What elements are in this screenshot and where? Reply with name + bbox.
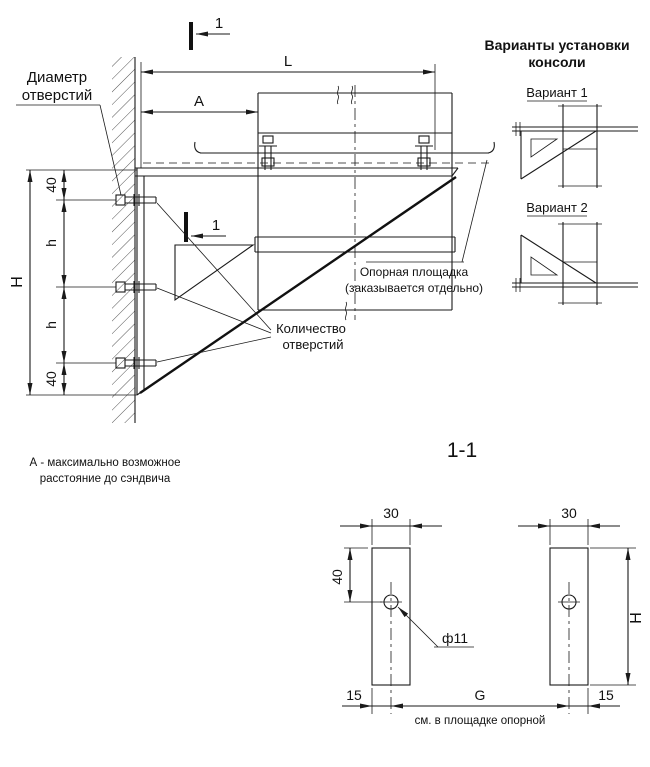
platform-right-hook xyxy=(487,141,495,154)
main-view: 1 xyxy=(9,15,495,485)
dim-label-30-left: 30 xyxy=(383,505,399,521)
dimension-A: A xyxy=(141,93,258,115)
support-platform-line1: Опорная площадка xyxy=(360,265,469,279)
right-plate xyxy=(549,547,589,714)
footnote-line1: А - максимально возможное xyxy=(30,457,181,469)
hole-count-line2: отверстий xyxy=(282,337,343,352)
dim-label-15-left: 15 xyxy=(346,687,362,703)
footnote: А - максимально возможное расстояние до … xyxy=(30,457,181,485)
hole-diameter-value: ф11 xyxy=(442,630,468,646)
dim-label-30-right: 30 xyxy=(561,505,577,521)
dimension-H: H xyxy=(9,170,33,395)
left-plate xyxy=(371,547,411,714)
variant2-label: Вариант 2 xyxy=(526,200,588,215)
dim-label-H: H xyxy=(9,276,26,288)
bracket-cutout xyxy=(174,244,255,302)
bracket-diagonal xyxy=(139,176,457,394)
variant2-drawing xyxy=(512,222,638,305)
pipe-break-mark-top xyxy=(337,85,339,105)
pipe xyxy=(254,85,456,321)
dim-label-G: G xyxy=(475,687,486,703)
variant1-drawing xyxy=(512,104,638,188)
dim-label-40-bottom: 40 xyxy=(43,371,59,387)
hole-diameter-line2: отверстий xyxy=(22,87,93,104)
variants-title-line2: консоли xyxy=(528,54,585,70)
variants-panel: Варианты установки консоли Вариант 1 Вар… xyxy=(484,37,638,305)
dim-label-h-upper: h xyxy=(43,239,59,247)
hole-count-line1: Количество xyxy=(276,321,346,336)
label-support-platform: Опорная площадка (заказывается отдельно) xyxy=(345,159,488,295)
dimension-chain-bottom: 15 G 15 см. в площадке опорной xyxy=(342,687,620,727)
dim-label-40-top: 40 xyxy=(43,177,59,193)
dimension-40-section: 40 xyxy=(329,547,382,603)
dim-label-15-right: 15 xyxy=(598,687,614,703)
section-title: 1-1 xyxy=(447,439,477,462)
pipe-break-mark-top2 xyxy=(351,85,353,105)
right-hole xyxy=(561,594,577,610)
section-note: см. в площадке опорной xyxy=(415,715,546,727)
cut-label-inner: 1 xyxy=(212,217,220,234)
footnote-line2: расстояние до сэндвича xyxy=(40,473,171,485)
platform-left-hook xyxy=(194,141,202,154)
label-hole-diameter: Диаметр отверстий xyxy=(16,69,122,196)
label-hole-diameter-section: ф11 xyxy=(397,606,474,648)
cut-label-top: 1 xyxy=(215,15,223,32)
section-cut-marker-top: 1 xyxy=(189,15,230,50)
dim-label-h-lower: h xyxy=(43,321,59,329)
pipe-break-mark-bottom xyxy=(345,301,347,321)
dim-label-A: A xyxy=(194,93,204,110)
variant2-cutout xyxy=(530,256,559,276)
support-platform xyxy=(143,135,495,171)
dim-label-40-section: 40 xyxy=(329,569,345,585)
bracket xyxy=(135,167,459,396)
dimension-chain-left: 40 h h 40 xyxy=(26,169,137,396)
dimension-H-section: H xyxy=(590,547,645,686)
dimension-30-right: 30 xyxy=(518,505,620,545)
dim-label-L: L xyxy=(284,53,292,70)
dim-label-H-section: H xyxy=(628,612,645,624)
hole-diameter-line1: Диаметр xyxy=(27,69,87,86)
wall-hatching xyxy=(112,57,135,423)
variant1-label: Вариант 1 xyxy=(526,85,588,100)
left-hole xyxy=(383,594,399,610)
wall xyxy=(112,57,136,423)
section-cut-marker-inner: 1 xyxy=(184,212,226,242)
dimension-L: L xyxy=(140,53,436,168)
variant1-cutout xyxy=(530,138,559,158)
section-view: 1-1 30 30 xyxy=(329,439,645,727)
label-hole-count: Количество отверстий xyxy=(156,202,346,363)
variants-title-line1: Варианты установки xyxy=(484,37,629,53)
support-platform-line2: (заказывается отдельно) xyxy=(345,281,483,295)
dimension-30-left: 30 xyxy=(340,505,442,545)
